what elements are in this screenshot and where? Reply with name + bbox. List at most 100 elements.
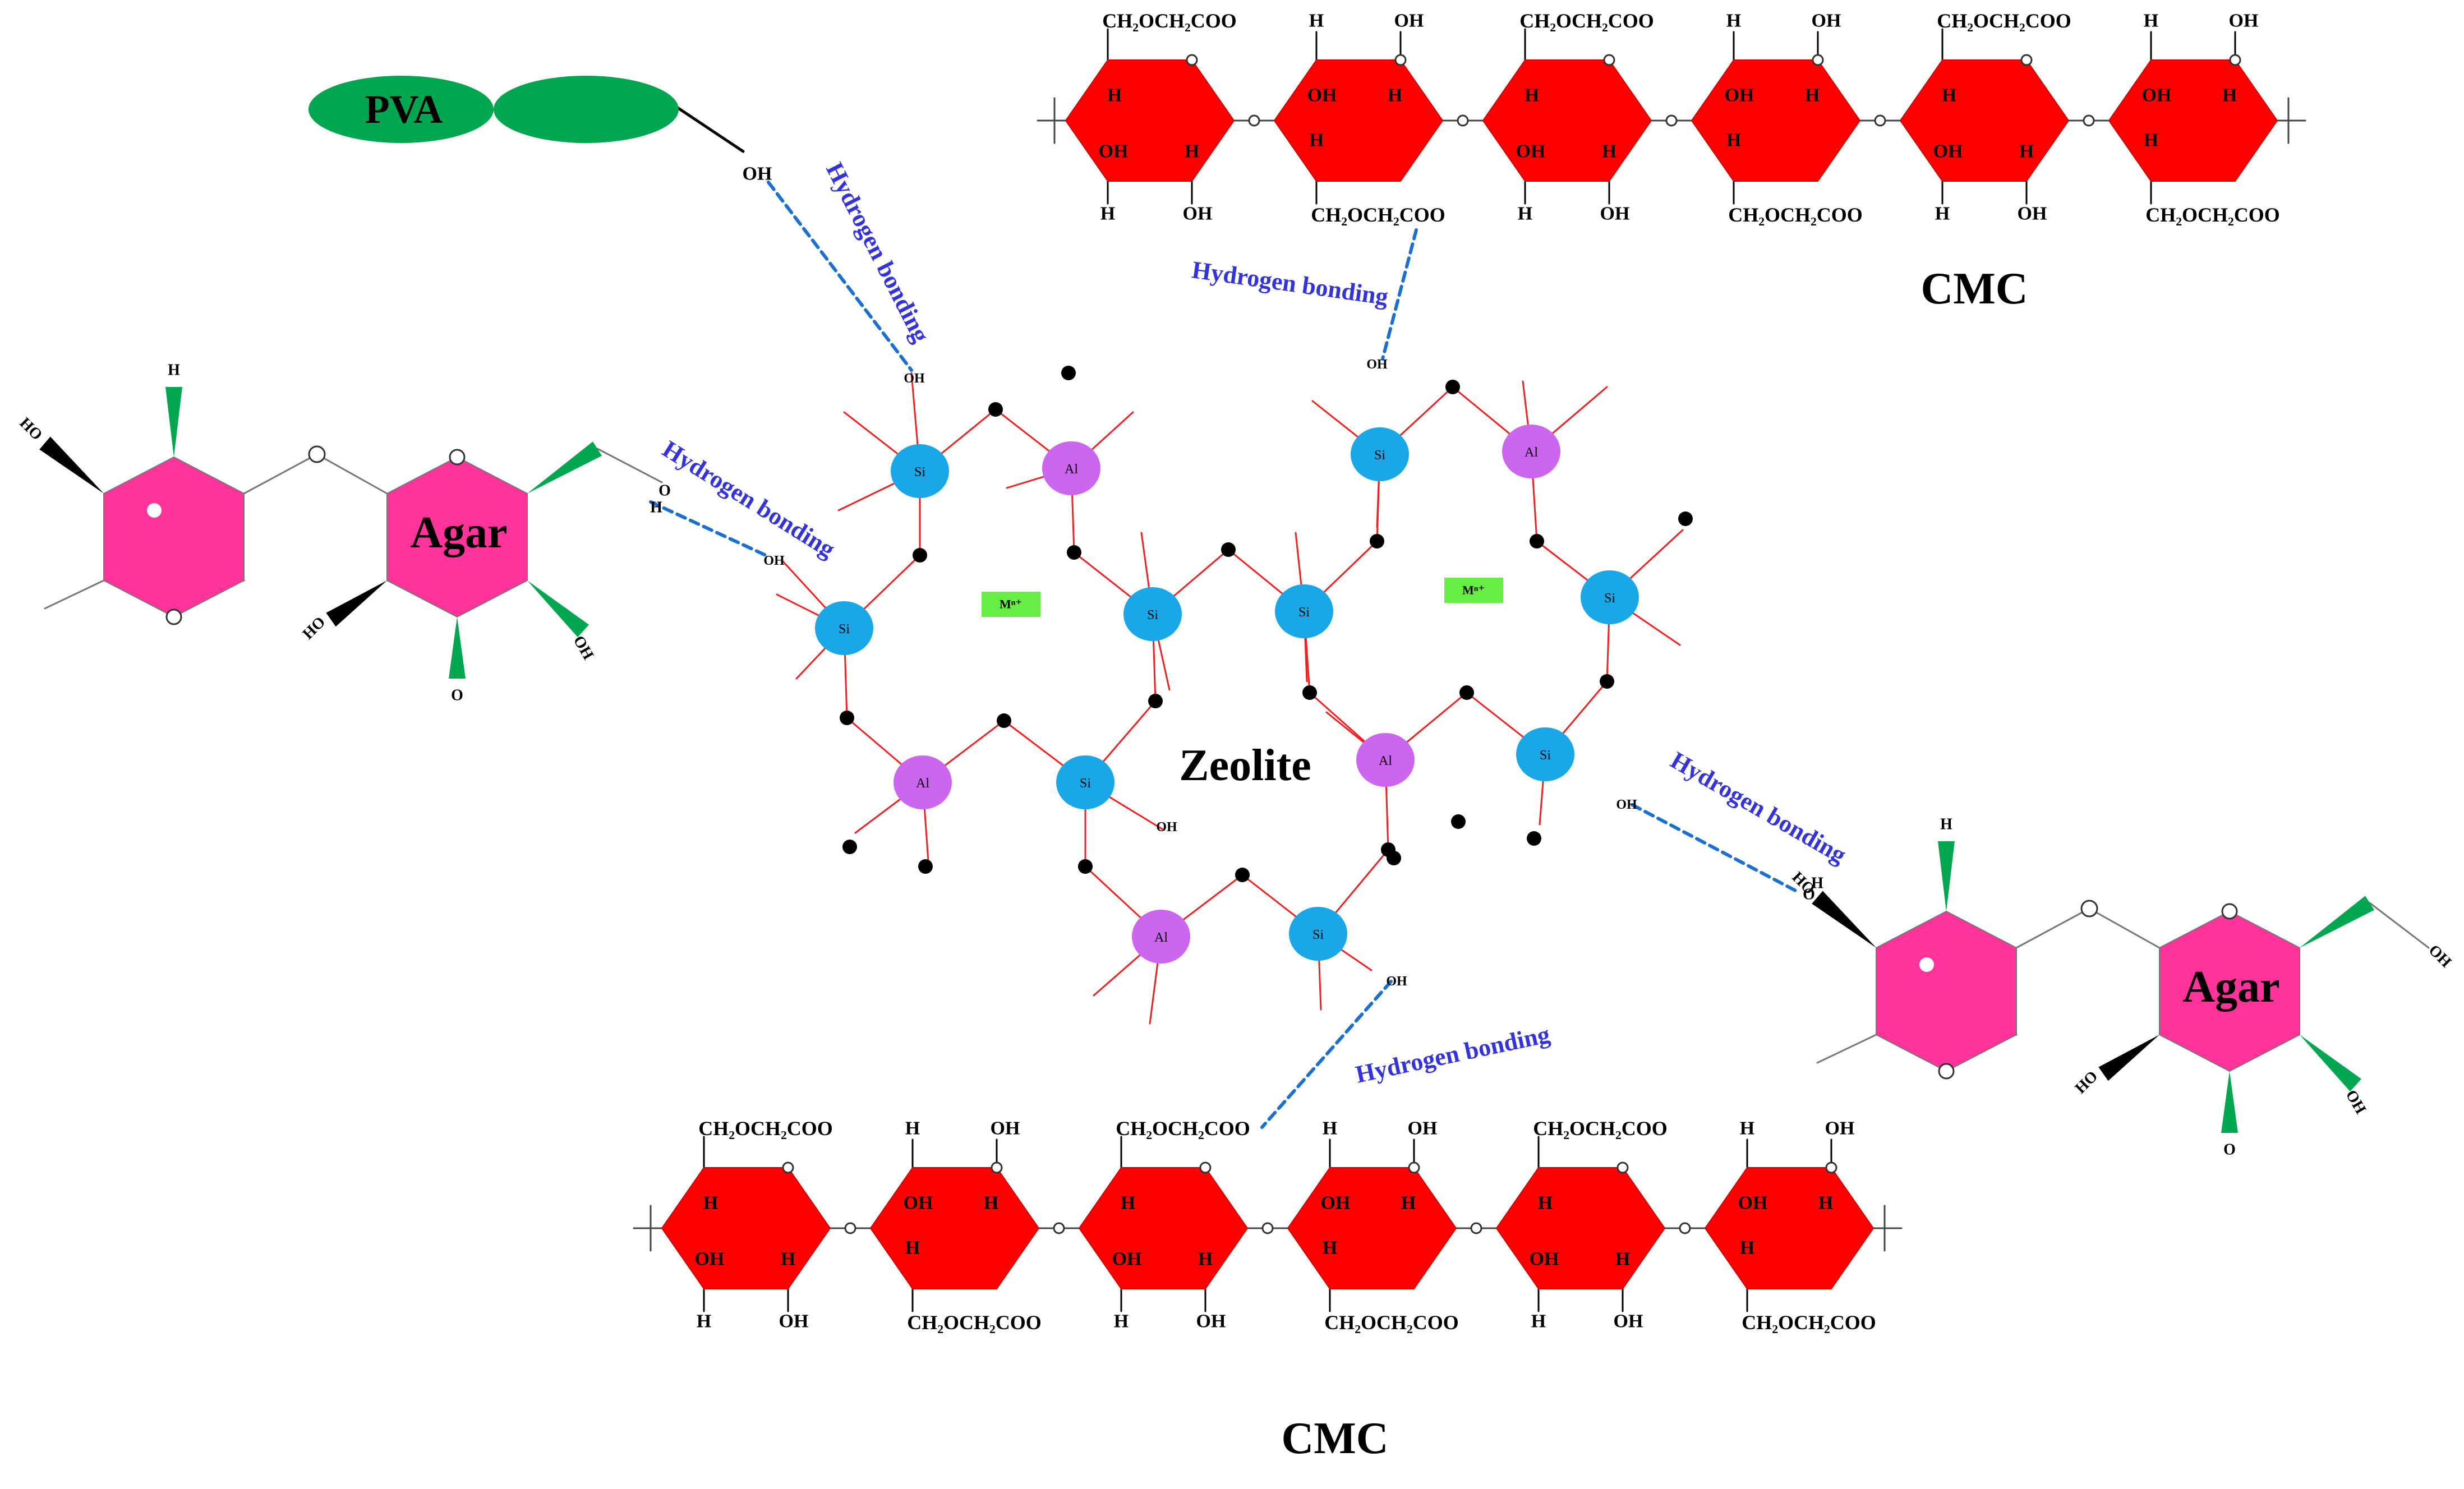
cmc-bottom-title: CMC xyxy=(1281,1414,1388,1463)
cmc-bottom-ring-oxygen xyxy=(1408,1161,1420,1174)
cmc-top-h-label: H xyxy=(1309,11,1324,31)
bridging-oxygen xyxy=(913,548,927,563)
cmc-bottom-ring xyxy=(1704,1167,1875,1289)
bridging-oxygen xyxy=(997,713,1011,728)
cmc-bottom-ch2-label: CH₂OCH₂COO xyxy=(907,1311,1042,1334)
bridging-oxygen xyxy=(988,402,1003,417)
hydrogen-bond-line xyxy=(649,500,767,557)
cmc-top-ring xyxy=(1899,59,2070,182)
cmc-bottom-h-label: H xyxy=(697,1311,711,1332)
silicon-atom xyxy=(1056,755,1114,809)
zeolite-title: Zeolite xyxy=(1179,741,1311,790)
agar-left-o-wedge xyxy=(449,617,466,679)
hydrogen-bond-line xyxy=(767,181,913,372)
hydrogen-bond-line xyxy=(1381,228,1418,361)
al-label: Al xyxy=(1154,930,1168,945)
cmc-bottom-ring-oxygen xyxy=(1199,1161,1212,1174)
agar-left-oh-wedge xyxy=(527,580,589,638)
cmc-bottom-oh-label: OH xyxy=(991,1118,1020,1139)
cmc-bottom-oh-label: OH xyxy=(779,1311,809,1332)
silicon-atom xyxy=(891,444,949,498)
agar-right-bridge-oxygen xyxy=(1919,957,1934,972)
bridging-oxygen xyxy=(1600,674,1614,689)
silicon-atom xyxy=(1351,427,1409,481)
agar-right-h-label: H xyxy=(1940,816,1952,833)
cmc-top-oh-label: OH xyxy=(1183,204,1213,224)
agar-right-glycosidic-bond xyxy=(2015,907,2090,949)
cmc-top-oh-label: OH xyxy=(2018,204,2047,224)
zeolite-hydroxyl-label: OH xyxy=(763,554,785,568)
agar-left-bridge-oxygen xyxy=(147,503,162,518)
cation-box xyxy=(1444,578,1503,603)
cmc-top-h-label: H xyxy=(1100,204,1115,224)
silicon-atom xyxy=(1275,584,1333,638)
cmc-top-ch2-label: CH₂OCH₂COO xyxy=(1311,204,1445,226)
agar-right-oh-wedge xyxy=(1812,891,1876,948)
cmc-bottom-ring-oxygen xyxy=(782,1161,794,1174)
cmc-bottom-oh-label: OH xyxy=(1614,1311,1643,1332)
terminal-oxygen xyxy=(1527,831,1541,846)
al-label: Al xyxy=(1379,754,1392,768)
zeolite-hydroxyl-label: OH xyxy=(1386,974,1407,989)
cmc-bottom-ring-oxygen xyxy=(1616,1161,1629,1174)
cmc-top-h-label: H xyxy=(2019,141,2034,162)
zeolite-hydroxyl-label: OH xyxy=(1366,357,1388,372)
pva-chain-end xyxy=(674,105,745,153)
aluminium-atom xyxy=(1502,425,1560,478)
cmc-bottom-oh-label: OH xyxy=(695,1249,725,1270)
cmc-bottom-oh-label: OH xyxy=(1530,1249,1559,1270)
cmc-bottom-h-label: H xyxy=(1538,1193,1553,1214)
bridging-oxygen xyxy=(1148,694,1163,708)
cmc-top-oh-label: OH xyxy=(2142,85,2172,106)
cmc-bottom-ring xyxy=(1495,1167,1666,1289)
cmc-top-ring-oxygen xyxy=(1394,54,1407,66)
cmc-top-oh-label: OH xyxy=(1394,11,1424,31)
cmc-top-ch2-label: CH₂OCH₂COO xyxy=(1937,10,2071,32)
cmc-bottom-oh-label: OH xyxy=(1321,1193,1351,1214)
cmc-bottom-h-label: H xyxy=(1615,1249,1630,1270)
terminal-oxygen xyxy=(918,859,933,874)
cmc-bottom-h-label: H xyxy=(1401,1193,1416,1214)
cmc-top-title: CMC xyxy=(1920,264,2028,314)
terminal-oxygen xyxy=(842,840,857,854)
cmc-top-glycosidic-oxygen xyxy=(1665,114,1678,127)
silicon-atom xyxy=(1516,727,1574,781)
si-label: Si xyxy=(1312,928,1324,942)
agar-left-title: Agar xyxy=(410,508,507,557)
cmc-bottom-ring xyxy=(1287,1167,1457,1289)
pva-label: PVA xyxy=(365,87,443,132)
cmc-bottom-ch2-label: CH₂OCH₂COO xyxy=(1116,1117,1250,1140)
zeolite-hydroxyl-label: OH xyxy=(904,371,925,386)
terminal-oxygen xyxy=(1451,814,1466,829)
si-label: Si xyxy=(1147,608,1158,623)
bridging-oxygen xyxy=(1067,545,1081,560)
agar-right-oh-label: OH xyxy=(2342,1087,2370,1117)
agar-left-glycosidic-bond xyxy=(243,453,318,495)
cmc-bottom-ch2-label: CH₂OCH₂COO xyxy=(1324,1311,1459,1334)
agar-right-ring-left xyxy=(1876,910,2017,1072)
cmc-top-ch2-label: CH₂OCH₂COO xyxy=(1519,10,1654,32)
cmc-top-ring-oxygen xyxy=(2229,54,2241,66)
agar-left-h-wedge xyxy=(165,387,182,457)
cmc-bottom-oh-label: OH xyxy=(1738,1193,1768,1214)
cmc-top-h-label: H xyxy=(1942,85,1956,106)
agar-right-chain-bond xyxy=(1816,1034,1877,1064)
cmc-bottom-ring-oxygen xyxy=(991,1161,1003,1174)
cmc-bottom-oh-label: OH xyxy=(1196,1311,1226,1332)
cmc-top-h-label: H xyxy=(1726,130,1741,151)
cmc-bottom-ch2-label: CH₂OCH₂COO xyxy=(1742,1311,1876,1334)
agar-left-ch2-o-label: O xyxy=(658,482,671,500)
agar-right-o-label: O xyxy=(2223,1141,2236,1159)
agar-left-oh-wedge xyxy=(326,580,387,627)
silicon-atom xyxy=(1289,907,1347,961)
bridging-oxygen xyxy=(1459,685,1474,700)
bridging-oxygen xyxy=(1370,534,1384,548)
cmc-top-ring-oxygen xyxy=(1603,54,1615,66)
cmc-bottom-glycosidic-oxygen xyxy=(1261,1222,1274,1234)
agar-left-ring-oxygen xyxy=(449,449,466,465)
cmc-top-oh-label: OH xyxy=(1933,141,1963,162)
terminal-oxygen xyxy=(1078,859,1093,874)
terminal-oxygen xyxy=(1678,511,1693,526)
cmc-bottom-glycosidic-oxygen xyxy=(844,1222,856,1234)
agar-left-ch2-bond xyxy=(596,448,663,483)
